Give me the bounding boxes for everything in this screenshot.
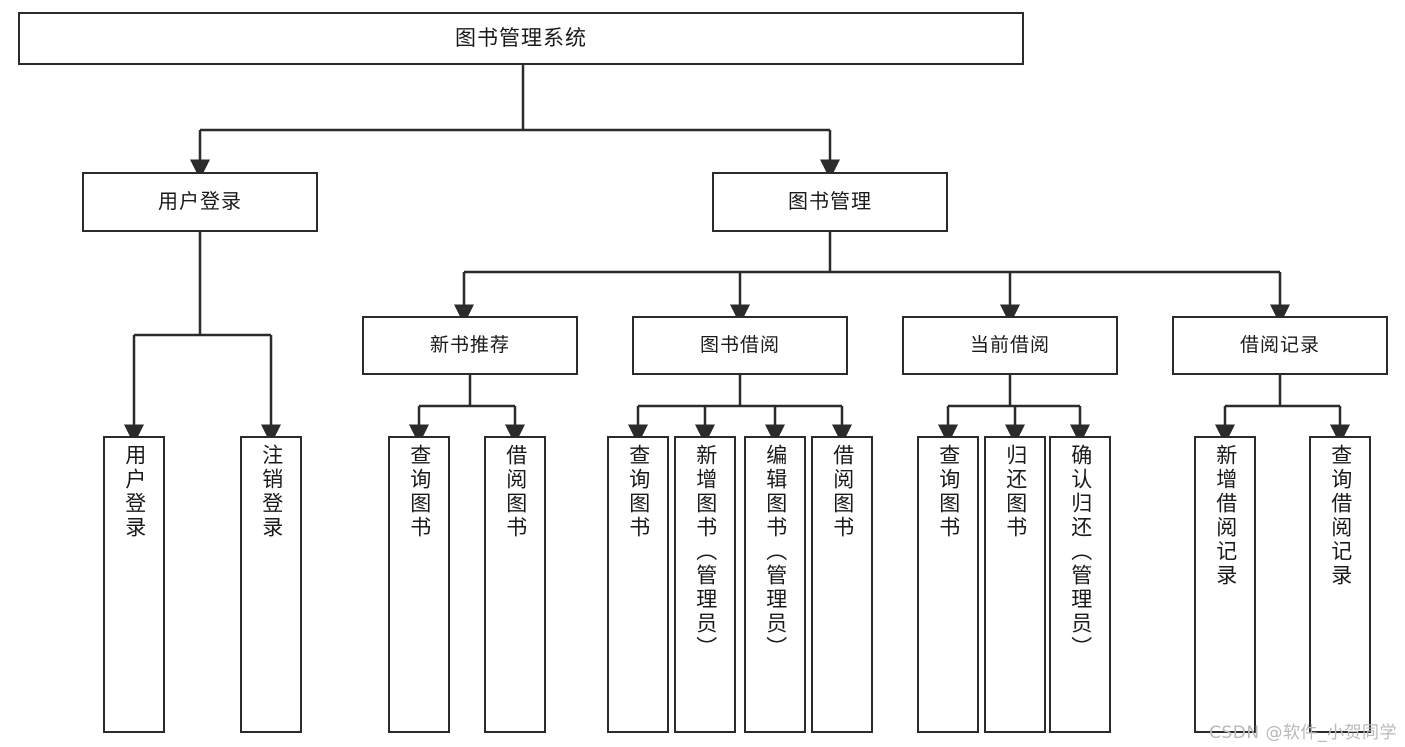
node-label: 图书管理 (788, 189, 872, 214)
leaf-book-borrow-query[interactable]: 查询图书 (607, 436, 669, 733)
leaf-user-login-logout[interactable]: 注销登录 (240, 436, 302, 733)
node-label: 查询图书 (936, 444, 961, 540)
node-label: 图书管理系统 (455, 26, 587, 51)
leaf-user-login-login[interactable]: 用户登录 (103, 436, 165, 733)
node-label: 图书借阅 (699, 334, 780, 357)
leaf-new-book-query[interactable]: 查询图书 (388, 436, 450, 733)
node-label: 注销登录 (259, 444, 284, 540)
node-label: 查询图书 (407, 444, 432, 540)
node-label: 查询借阅记录 (1328, 444, 1353, 588)
leaf-book-borrow-edit[interactable]: 编辑图书（管理员） (744, 436, 806, 733)
node-book-borrow[interactable]: 图书借阅 (632, 316, 848, 375)
node-label: 归还图书 (1003, 444, 1028, 540)
node-label: 借阅图书 (503, 444, 528, 540)
node-label: 确认归还（管理员） (1068, 444, 1093, 660)
leaf-current-borrow-return[interactable]: 归还图书 (984, 436, 1046, 733)
node-borrow-record[interactable]: 借阅记录 (1172, 316, 1388, 375)
leaf-book-borrow-lend[interactable]: 借阅图书 (811, 436, 873, 733)
node-label: 用户登录 (122, 444, 147, 540)
node-label: 借阅图书 (830, 444, 855, 540)
node-new-book-recommend[interactable]: 新书推荐 (362, 316, 578, 375)
leaf-new-book-borrow[interactable]: 借阅图书 (484, 436, 546, 733)
node-current-borrow[interactable]: 当前借阅 (902, 316, 1118, 375)
node-label: 新增图书（管理员） (693, 444, 718, 660)
node-book-management[interactable]: 图书管理 (712, 172, 948, 232)
leaf-book-borrow-add[interactable]: 新增图书（管理员） (674, 436, 736, 733)
node-label: 借阅记录 (1239, 334, 1320, 357)
watermark: CSDN @软件_小贺同学 (1209, 723, 1397, 743)
leaf-current-borrow-confirm-return[interactable]: 确认归还（管理员） (1049, 436, 1111, 733)
node-label: 新书推荐 (429, 334, 510, 357)
node-label: 查询图书 (626, 444, 651, 540)
node-label: 当前借阅 (969, 334, 1050, 357)
node-user-login[interactable]: 用户登录 (82, 172, 318, 232)
leaf-current-borrow-query[interactable]: 查询图书 (917, 436, 979, 733)
node-root-system[interactable]: 图书管理系统 (18, 12, 1024, 65)
leaf-borrow-record-add[interactable]: 新增借阅记录 (1194, 436, 1256, 733)
node-label: 用户登录 (158, 189, 242, 214)
node-label: 新增借阅记录 (1213, 444, 1238, 588)
leaf-borrow-record-query[interactable]: 查询借阅记录 (1309, 436, 1371, 733)
node-label: 编辑图书（管理员） (763, 444, 788, 660)
